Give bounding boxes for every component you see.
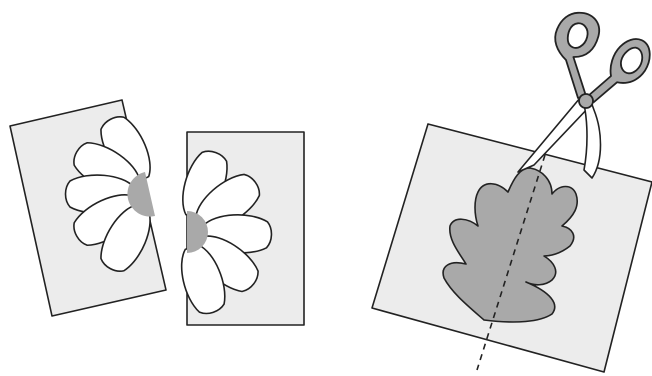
folded-paper-with-leaf <box>372 124 652 372</box>
scissors-icon <box>518 13 650 178</box>
right-paper-half <box>174 132 304 325</box>
scissors-blade-right <box>584 99 601 178</box>
scissors-handle-right <box>588 39 650 102</box>
scissors-handle-left <box>555 13 599 98</box>
scissors-pivot <box>579 94 593 108</box>
left-paper-half <box>10 100 166 316</box>
